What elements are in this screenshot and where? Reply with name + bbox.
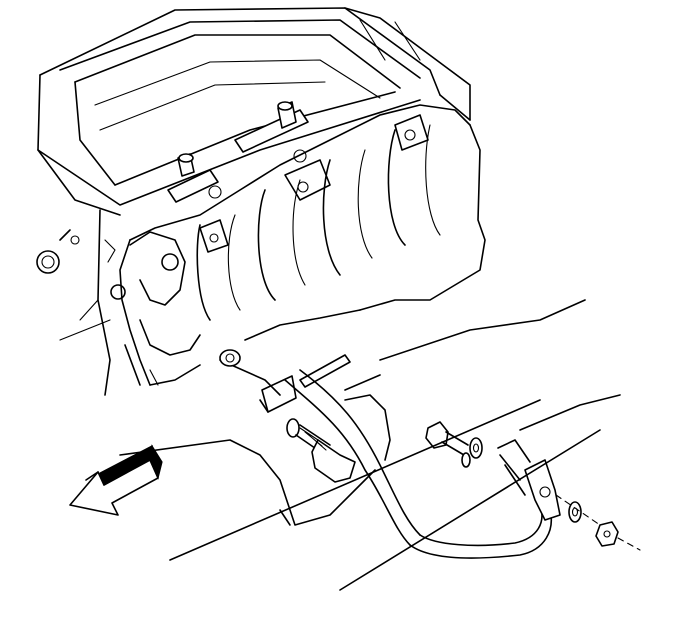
engine-block — [36, 209, 126, 396]
oxygen-sensor — [219, 349, 351, 413]
frame-rail — [59, 299, 621, 591]
exhaust-manifold — [119, 104, 486, 386]
cylinder-head — [37, 7, 471, 216]
exhaust-pipe — [284, 369, 552, 559]
fuel-injector — [234, 101, 309, 153]
bracket-assembly — [497, 439, 561, 521]
bracket-washer-nut — [555, 494, 641, 551]
fuel-injector — [167, 153, 219, 203]
front-arrow-icon — [69, 444, 163, 516]
manifold-bolt — [286, 418, 356, 483]
